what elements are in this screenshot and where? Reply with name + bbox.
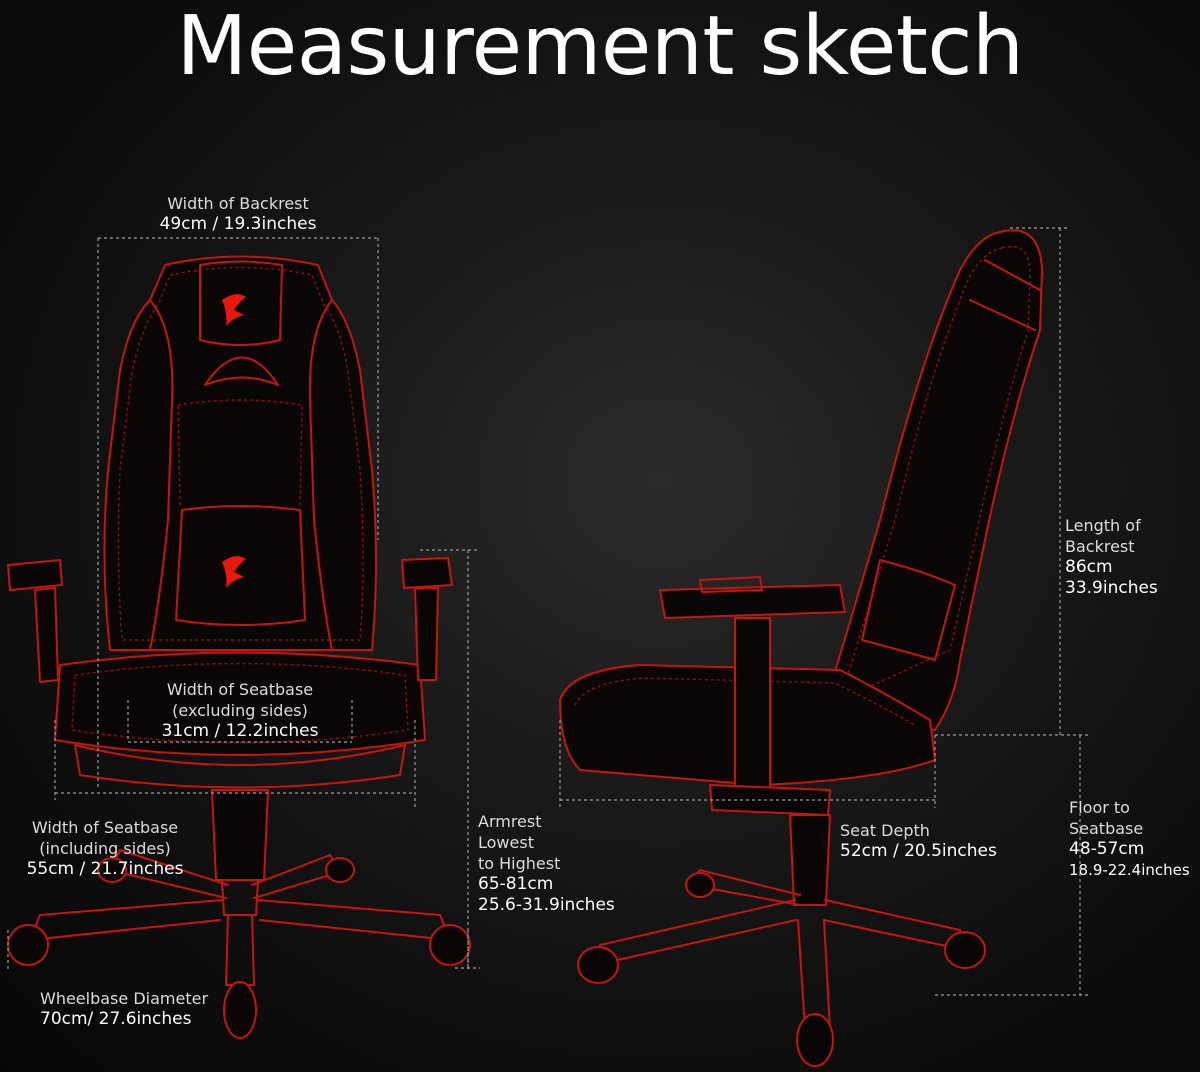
front-right-armrest-post xyxy=(414,587,439,681)
side-lumbar xyxy=(861,559,956,661)
label-text: Width of Seatbase xyxy=(31,818,179,837)
value-text: 65-81cm xyxy=(478,874,554,894)
label-wheelbase: Wheelbase Diameter 70cm/ 27.6inches xyxy=(40,988,208,1030)
value-text: 31cm / 12.2inches xyxy=(161,721,319,741)
front-view-chair xyxy=(7,255,471,1039)
label-text: Armrest xyxy=(478,812,542,831)
neck-cutout xyxy=(204,356,279,386)
label-text: (excluding sides) xyxy=(172,701,308,720)
label-seatbase-incl: Width of Seatbase (including sides) 55cm… xyxy=(15,817,195,880)
label-seatbase-excl: Width of Seatbase (excluding sides) 31cm… xyxy=(140,679,340,742)
value-text: 18.9-22.4inches xyxy=(1069,861,1190,879)
label-seat-depth: Seat Depth 52cm / 20.5inches xyxy=(840,820,997,862)
front-left-bolster xyxy=(149,299,174,651)
side-caster-right xyxy=(944,931,986,969)
front-caster-front xyxy=(223,981,257,1039)
front-gas-cover xyxy=(221,879,259,916)
headrest-pillow xyxy=(199,260,283,346)
front-seat-stitch xyxy=(71,662,409,744)
side-headrest xyxy=(969,259,1041,331)
front-base-leg-left xyxy=(29,899,223,941)
side-base-leg-right xyxy=(823,899,966,951)
label-text: Length of xyxy=(1065,516,1141,535)
front-base-leg-front xyxy=(225,914,255,986)
lumbar-pillow xyxy=(175,505,306,626)
side-caster-left xyxy=(577,946,619,984)
label-text: (including sides) xyxy=(39,839,171,858)
label-text: Seat Depth xyxy=(840,821,930,840)
value-text: 33.9inches xyxy=(1065,578,1158,598)
label-backrest-width: Width of Backrest 49cm / 19.3inches xyxy=(148,193,328,235)
value-text: 25.6-31.9inches xyxy=(478,895,615,915)
label-floor-to-seat: Floor to Seatbase 48-57cm 18.9-22.4inche… xyxy=(1069,797,1190,881)
dimension-lines xyxy=(7,227,1090,996)
front-seat-base xyxy=(74,744,406,789)
label-text: Wheelbase Diameter xyxy=(40,989,209,1008)
front-caster-back-right xyxy=(325,857,355,883)
front-backrest-shell xyxy=(103,255,377,651)
side-armrest-pad xyxy=(659,584,846,619)
value-text: 70cm/ 27.6inches xyxy=(40,1009,192,1029)
label-text: to Highest xyxy=(478,854,561,873)
front-seat xyxy=(54,651,426,756)
front-caster-right xyxy=(429,924,471,966)
front-gas-lift xyxy=(211,789,269,881)
side-base-leg-left xyxy=(594,899,797,966)
label-text: Floor to xyxy=(1069,798,1130,817)
arozzi-logo-icon xyxy=(222,294,246,326)
front-base-leg-right xyxy=(257,899,451,941)
page-title: Measurement sketch xyxy=(176,0,1024,94)
front-left-armrest-pad xyxy=(7,559,63,591)
side-armrest-post xyxy=(734,617,771,791)
value-text: 49cm / 19.3inches xyxy=(159,214,317,234)
label-text: Width of Seatbase xyxy=(166,680,314,699)
label-text: Lowest xyxy=(478,833,534,852)
label-backrest-length: Length of Backrest 86cm 33.9inches xyxy=(1065,515,1158,599)
side-view-chair xyxy=(559,229,1043,1067)
value-text: 55cm / 21.7inches xyxy=(26,859,184,879)
side-armrest-top xyxy=(699,576,763,593)
front-caster-back-left xyxy=(97,857,127,883)
value-text: 48-57cm xyxy=(1069,839,1145,859)
label-text: Backrest xyxy=(1065,537,1135,556)
front-right-bolster xyxy=(308,299,333,651)
front-caster-left xyxy=(7,924,49,966)
label-text: Seatbase xyxy=(1069,819,1144,838)
front-right-armrest-pad xyxy=(401,557,453,589)
front-backrest-stitch xyxy=(117,266,364,641)
side-caster-back xyxy=(685,872,715,898)
front-left-armrest-post xyxy=(34,587,59,683)
value-text: 52cm / 20.5inches xyxy=(840,841,997,861)
side-caster-front xyxy=(796,1013,834,1067)
arozzi-logo-icon xyxy=(222,556,246,588)
label-armrest: Armrest Lowest to Highest 65-81cm 25.6-3… xyxy=(478,811,615,916)
side-gas-lift xyxy=(789,814,831,906)
label-text: Width of Backrest xyxy=(167,194,309,213)
value-text: 86cm xyxy=(1065,557,1113,577)
backrest-center-panel xyxy=(177,399,303,506)
